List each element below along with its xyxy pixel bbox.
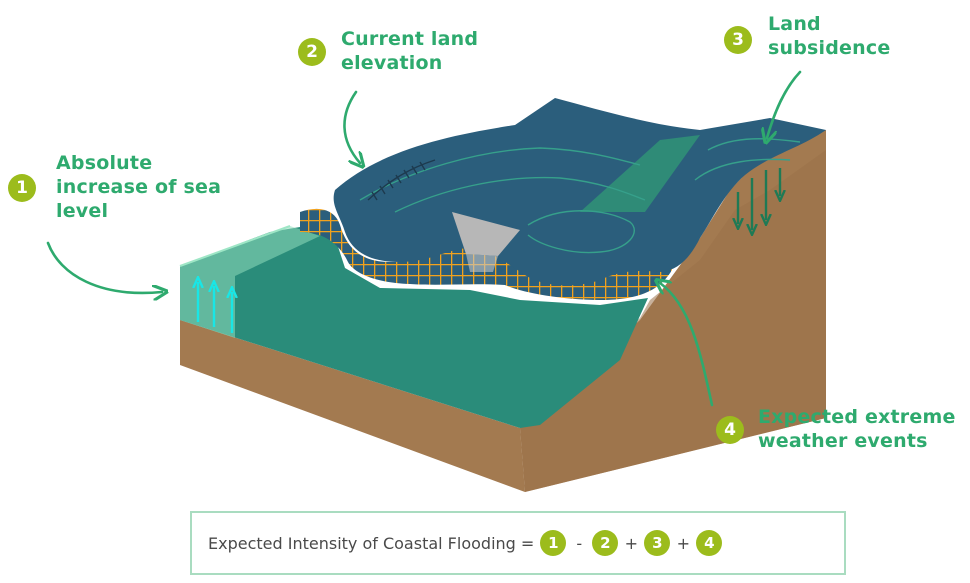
label-3-line2: subsidence [768, 37, 891, 59]
label-2-line2: elevation [341, 52, 443, 74]
label-1-line3: level [56, 200, 109, 222]
contour-lines [359, 138, 801, 254]
sea-surface [180, 222, 648, 428]
formula-badge-1: 1 [540, 530, 567, 556]
formula-badge-4: 4 [696, 530, 723, 556]
sea-rise-arrows [198, 282, 232, 333]
formula-box: Expected Intensity of Coastal Flooding =… [190, 511, 846, 575]
label-2-line1: Current land [341, 28, 479, 50]
label-1-line2: increase of sea [56, 176, 222, 198]
embankment [580, 135, 700, 212]
label-1-line1: Absolute [56, 152, 153, 174]
formula-operator-minus: - [576, 533, 583, 553]
formula-text: Expected Intensity of Coastal Flooding = [208, 533, 535, 553]
curved-arrow-icon [46, 241, 162, 293]
pier-reflection [466, 254, 498, 272]
label-4-line1: Expected extreme [758, 406, 956, 428]
levee-hatch [367, 159, 436, 201]
label-current-land-elevation: Current land elevation [341, 27, 478, 75]
label-land-subsidence: Land subsidence [768, 12, 890, 60]
formula-operator-plus: + [624, 533, 638, 553]
badge-4: 4 [716, 416, 744, 444]
label-3-line1: Land [768, 13, 821, 35]
curved-arrow-icon [767, 70, 802, 138]
formula-badge-3: 3 [644, 530, 671, 556]
label-extreme-weather: Expected extreme weather events [758, 405, 956, 453]
soil-front-left [180, 320, 525, 492]
badge-1: 1 [8, 174, 36, 202]
sea-level-edge [179, 225, 291, 267]
subsidence-arrows [738, 168, 780, 230]
land-top [333, 98, 826, 286]
badge-2: 2 [298, 38, 326, 66]
formula-operator-plus: + [676, 533, 690, 553]
badge-3: 3 [724, 26, 752, 54]
curved-arrow-icon [343, 90, 360, 163]
pier-structure [452, 212, 520, 256]
curved-arrow-icon [660, 283, 714, 407]
formula-badge-2: 2 [592, 530, 619, 556]
label-4-line2: weather events [758, 430, 928, 452]
label-absolute-sea-level: Absolute increase of sea level [56, 151, 221, 223]
